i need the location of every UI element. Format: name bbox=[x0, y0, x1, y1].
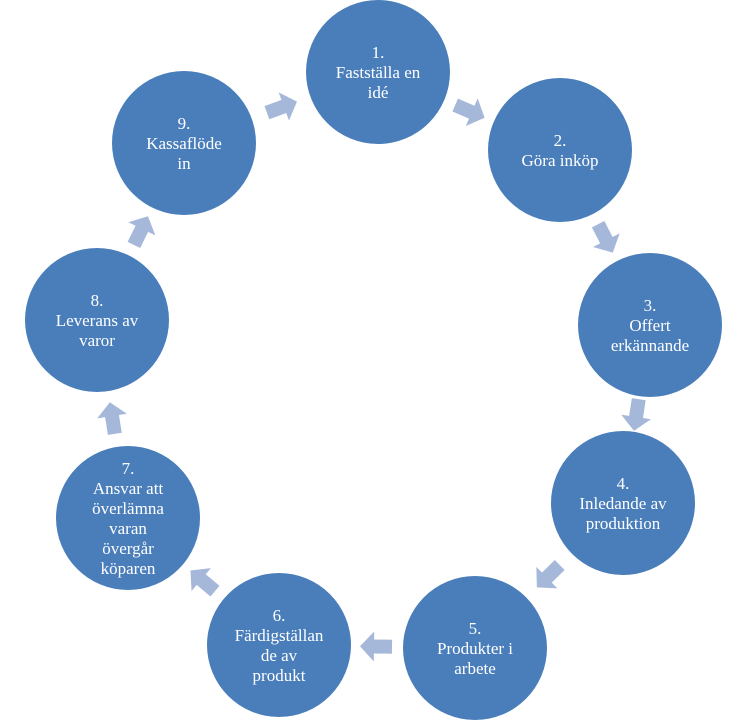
cycle-arrow-3 bbox=[621, 398, 651, 431]
cycle-node-label-line: överlämna bbox=[92, 499, 164, 518]
cycle-node-label-line: Färdigställan bbox=[235, 626, 324, 645]
arrow-layer bbox=[97, 92, 651, 662]
cycle-node-label-line: Leverans av bbox=[56, 311, 139, 330]
cycle-node-label-line: in bbox=[177, 154, 191, 173]
cycle-node-circle bbox=[112, 71, 256, 215]
cycle-node-label-line: varan bbox=[109, 519, 147, 538]
cycle-arrow-8 bbox=[127, 216, 156, 249]
cycle-node-circle bbox=[25, 248, 169, 392]
cycle-node-label-line: Kassaflöde bbox=[146, 134, 222, 153]
cycle-node-circle bbox=[306, 0, 450, 144]
cycle-node-label-line: de av bbox=[261, 646, 298, 665]
cycle-arrow-9 bbox=[264, 92, 297, 121]
cycle-node-number: 4. bbox=[617, 474, 630, 493]
cycle-node-label-line: Ansvar att bbox=[93, 479, 164, 498]
cycle-node-circle bbox=[207, 573, 351, 717]
cycle-node-label-line: idé bbox=[368, 83, 389, 102]
cycle-node-label-line: Fastställa en bbox=[336, 63, 421, 82]
cycle-node-circle bbox=[403, 576, 547, 720]
cycle-node-label-line: produkt bbox=[253, 666, 306, 685]
cycle-arrow-4 bbox=[536, 560, 565, 589]
cycle-node-number: 1. bbox=[372, 43, 385, 62]
cycle-node-number: 2. bbox=[554, 131, 567, 150]
cycle-node-circle bbox=[56, 446, 200, 590]
cycle-node-circle bbox=[488, 78, 632, 222]
cycle-node-label-line: Offert bbox=[629, 316, 670, 335]
cycle-node-label-line: Göra inköp bbox=[522, 151, 599, 170]
cycle-node-number: 6. bbox=[273, 606, 286, 625]
cycle-node-label-line: arbete bbox=[454, 659, 496, 678]
cycle-arrow-5 bbox=[360, 631, 393, 662]
cycle-arrow-1 bbox=[452, 98, 485, 126]
cycle-node-circle bbox=[578, 253, 722, 397]
cycle-node-label-line: Produkter i bbox=[437, 639, 513, 658]
cycle-node-label-line: produktion bbox=[586, 514, 661, 533]
cycle-node-number: 3. bbox=[644, 296, 657, 315]
cycle-node-2: 2.Göra inköp bbox=[488, 78, 632, 222]
cycle-arrow-2 bbox=[591, 220, 620, 253]
cycle-node-circle bbox=[551, 431, 695, 575]
cycle-arrow-7 bbox=[97, 402, 127, 435]
cycle-node-label-line: Inledande av bbox=[579, 494, 667, 513]
cycle-node-label-line: erkännande bbox=[611, 336, 689, 355]
cycle-node-number: 9. bbox=[178, 114, 191, 133]
cycle-node-label-line: övergår bbox=[102, 539, 154, 558]
cycle-node-label-line: varor bbox=[79, 331, 115, 350]
cycle-node-number: 8. bbox=[91, 291, 104, 310]
cycle-node-number: 7. bbox=[122, 459, 135, 478]
cycle-arrow-6 bbox=[190, 568, 220, 597]
cycle-node-number: 5. bbox=[469, 619, 482, 638]
cycle-node-label-line: köparen bbox=[101, 559, 156, 578]
